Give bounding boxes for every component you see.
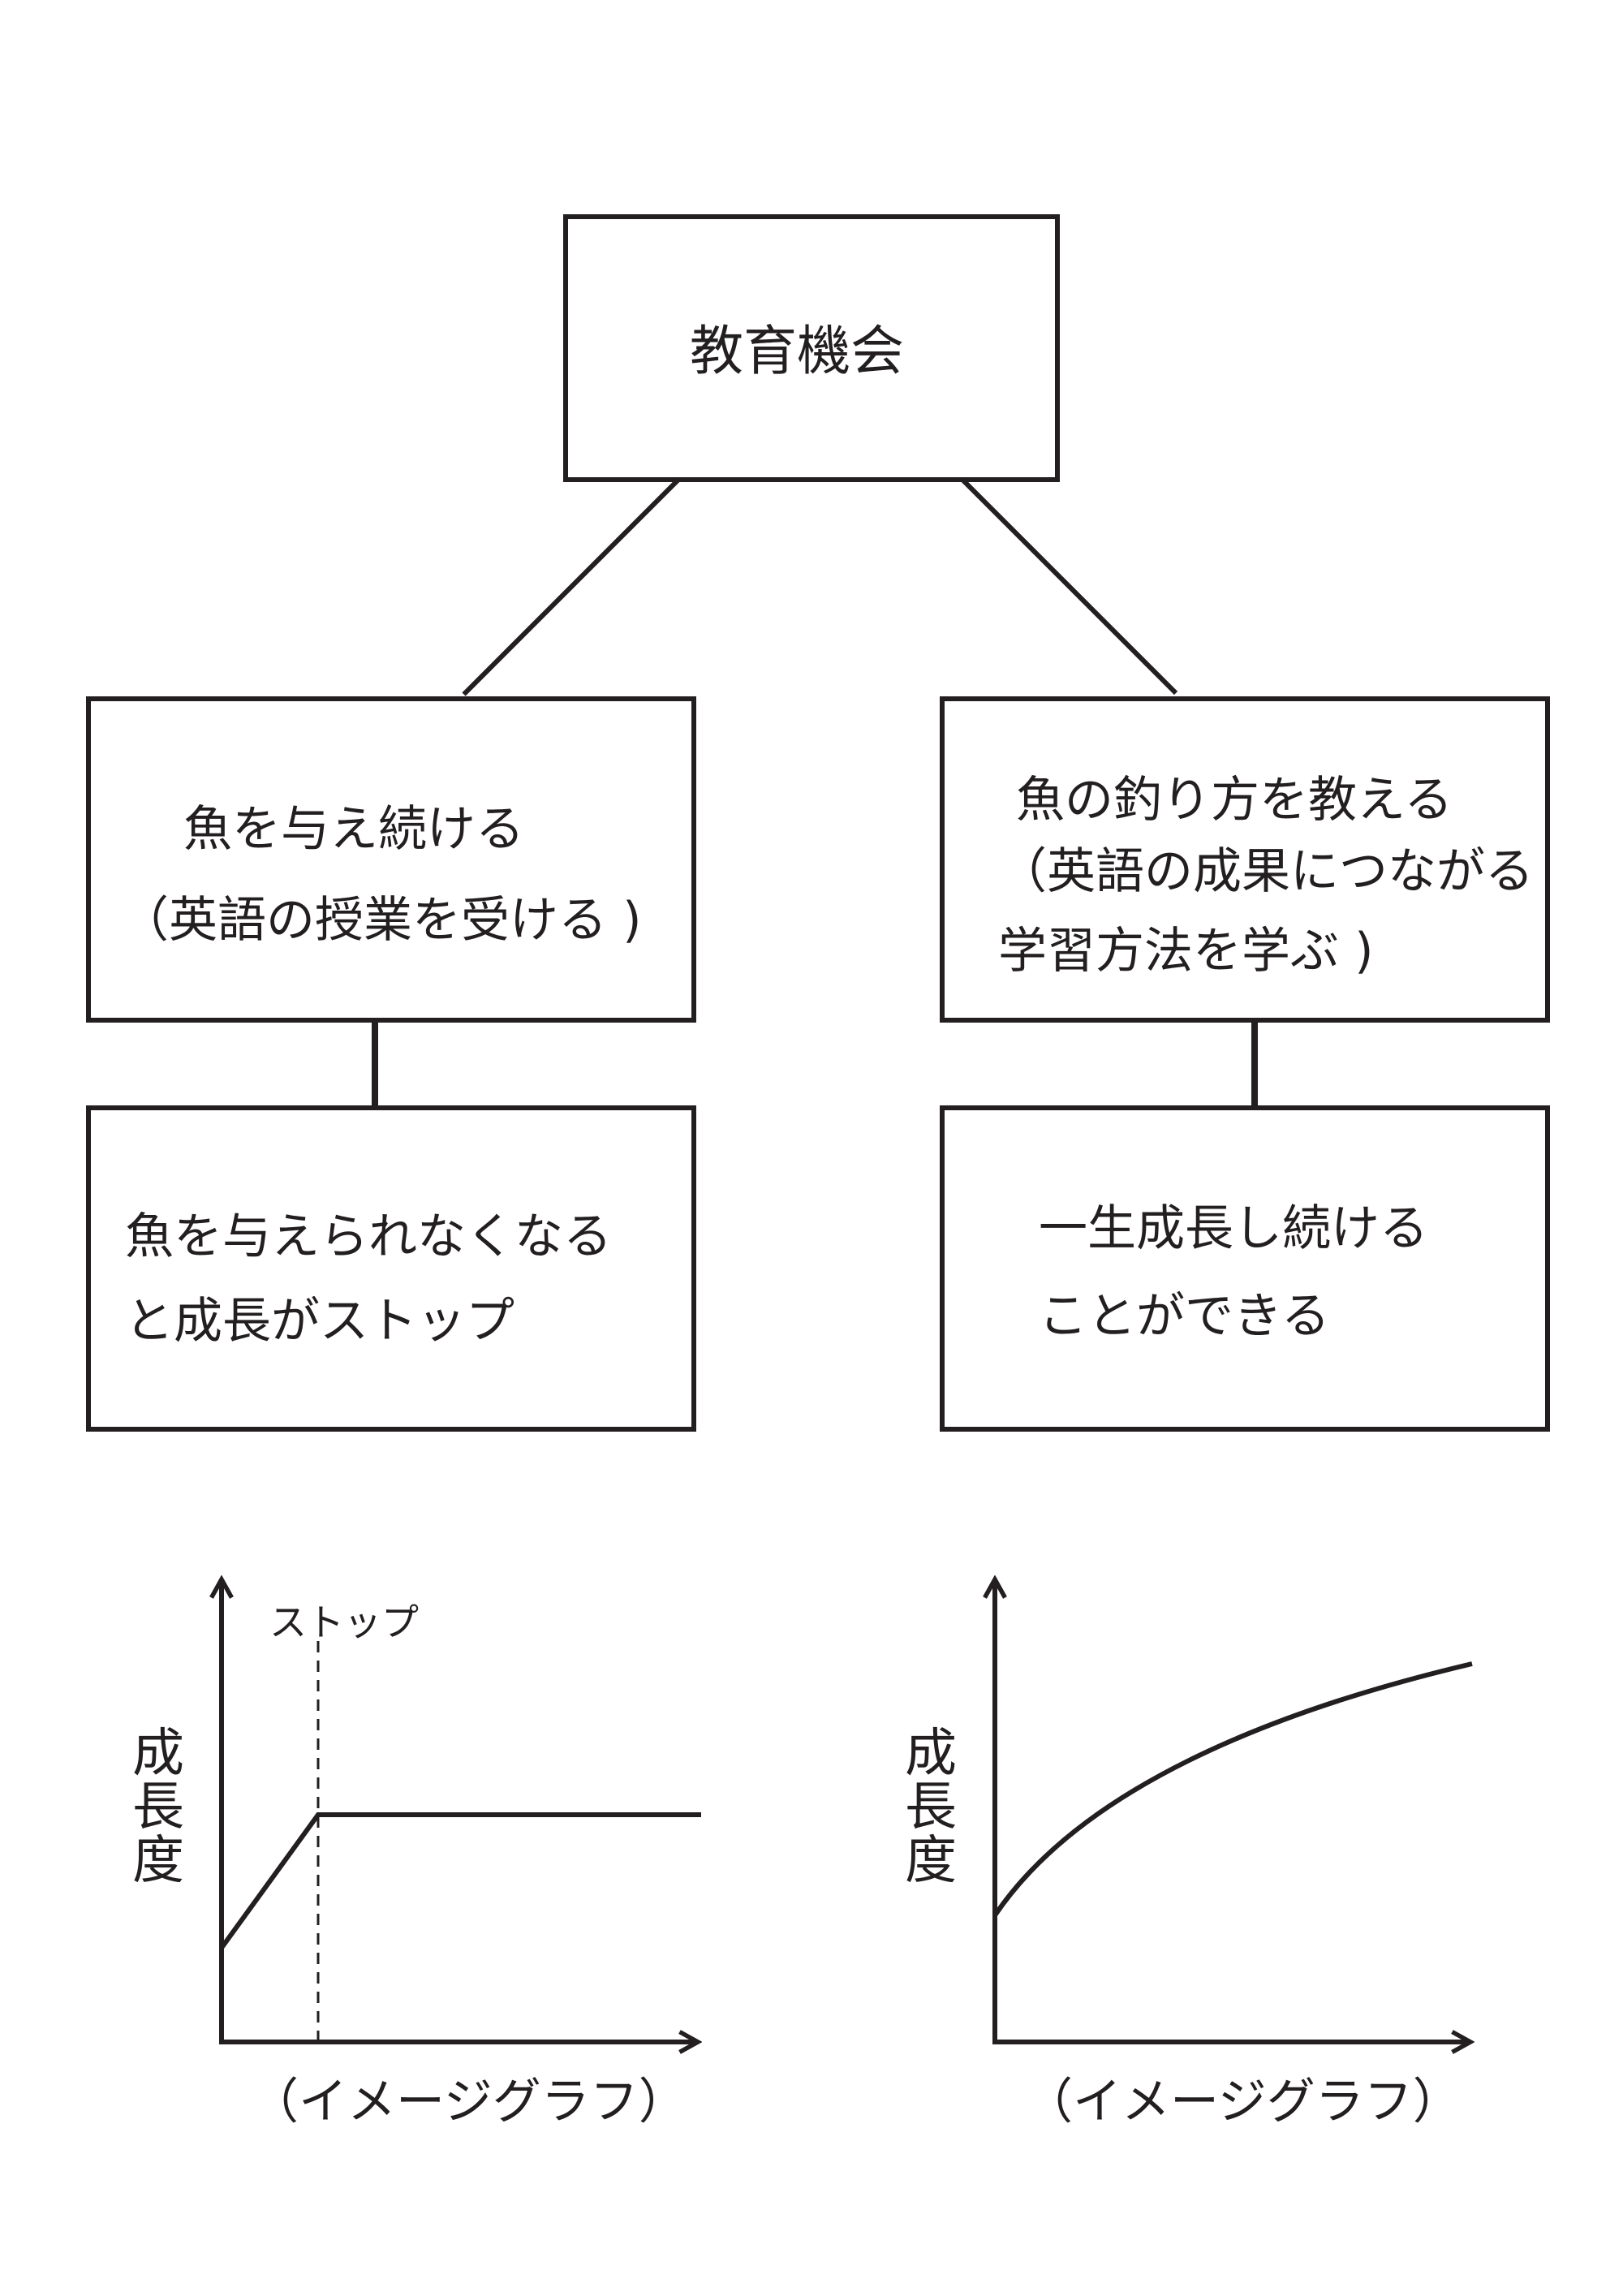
top-node-label: 教育機会 (690, 320, 904, 382)
connector-right-down (1251, 1021, 1258, 1107)
left-result-line-2: と成長がストップ (125, 1293, 514, 1350)
left-graph-caption: （イメージグラフ） (250, 2074, 687, 2130)
top-node-box: 教育機会 (563, 214, 1060, 482)
left-graph-stop-label: ストップ (269, 1600, 419, 1644)
right-main-line-2: （英語の成果につながる (998, 843, 1534, 900)
left-result-line-1: 魚を与えられなくなる (125, 1208, 612, 1265)
right-result-line-1: 一生成長し続ける (1039, 1200, 1428, 1257)
right-graph-growth-curve (992, 1661, 1473, 1917)
right-main-box: 魚の釣り方を教える （英語の成果につながる 学習方法を学ぶ ) (940, 696, 1550, 1023)
right-graph-caption: （イメージグラフ） (1024, 2074, 1462, 2130)
left-main-box: 魚を与え続ける （英語の授業を受ける ) (86, 696, 696, 1023)
right-result-line-2: ことができる (1039, 1288, 1330, 1345)
left-graph-ylabel: 成 長 度 (132, 1724, 184, 1891)
left-graph-growth-line (219, 1812, 701, 1949)
left-main-line-1: 魚を与え続ける (183, 801, 524, 858)
right-graph-ylabel: 成 長 度 (905, 1724, 957, 1891)
right-main-line-1: 魚の釣り方を教える (1016, 772, 1453, 829)
right-main-line-3: 学習方法を学ぶ ) (998, 923, 1374, 980)
left-graph (219, 1579, 701, 2042)
connector-left-down (372, 1021, 378, 1107)
right-result-box: 一生成長し続ける ことができる (940, 1105, 1550, 1432)
left-main-line-2: （英語の授業を受ける ) (120, 892, 642, 949)
right-graph (992, 1579, 1472, 2042)
left-result-box: 魚を与えられなくなる と成長がストップ (86, 1105, 696, 1432)
